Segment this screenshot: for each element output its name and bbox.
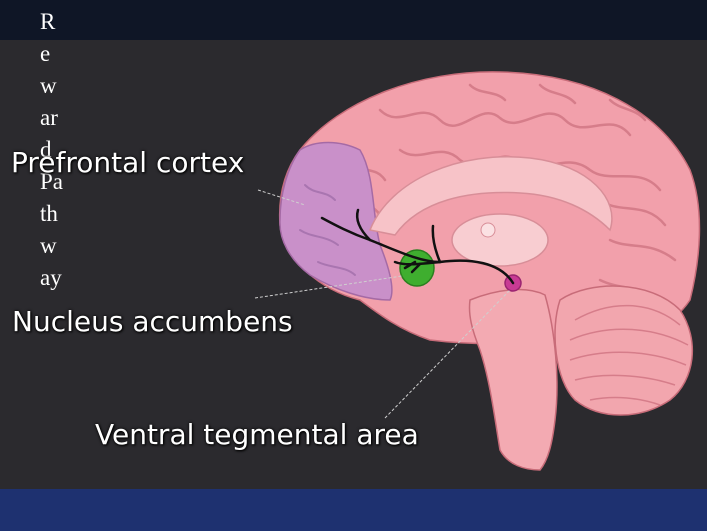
inner-structure <box>481 223 495 237</box>
thalamus <box>452 214 548 266</box>
label-prefrontal-cortex: Prefrontal cortex <box>11 146 244 179</box>
label-ventral-tegmental-area: Ventral tegmental area <box>95 418 419 451</box>
label-nucleus-accumbens: Nucleus accumbens <box>12 305 293 338</box>
brainstem <box>469 290 556 470</box>
